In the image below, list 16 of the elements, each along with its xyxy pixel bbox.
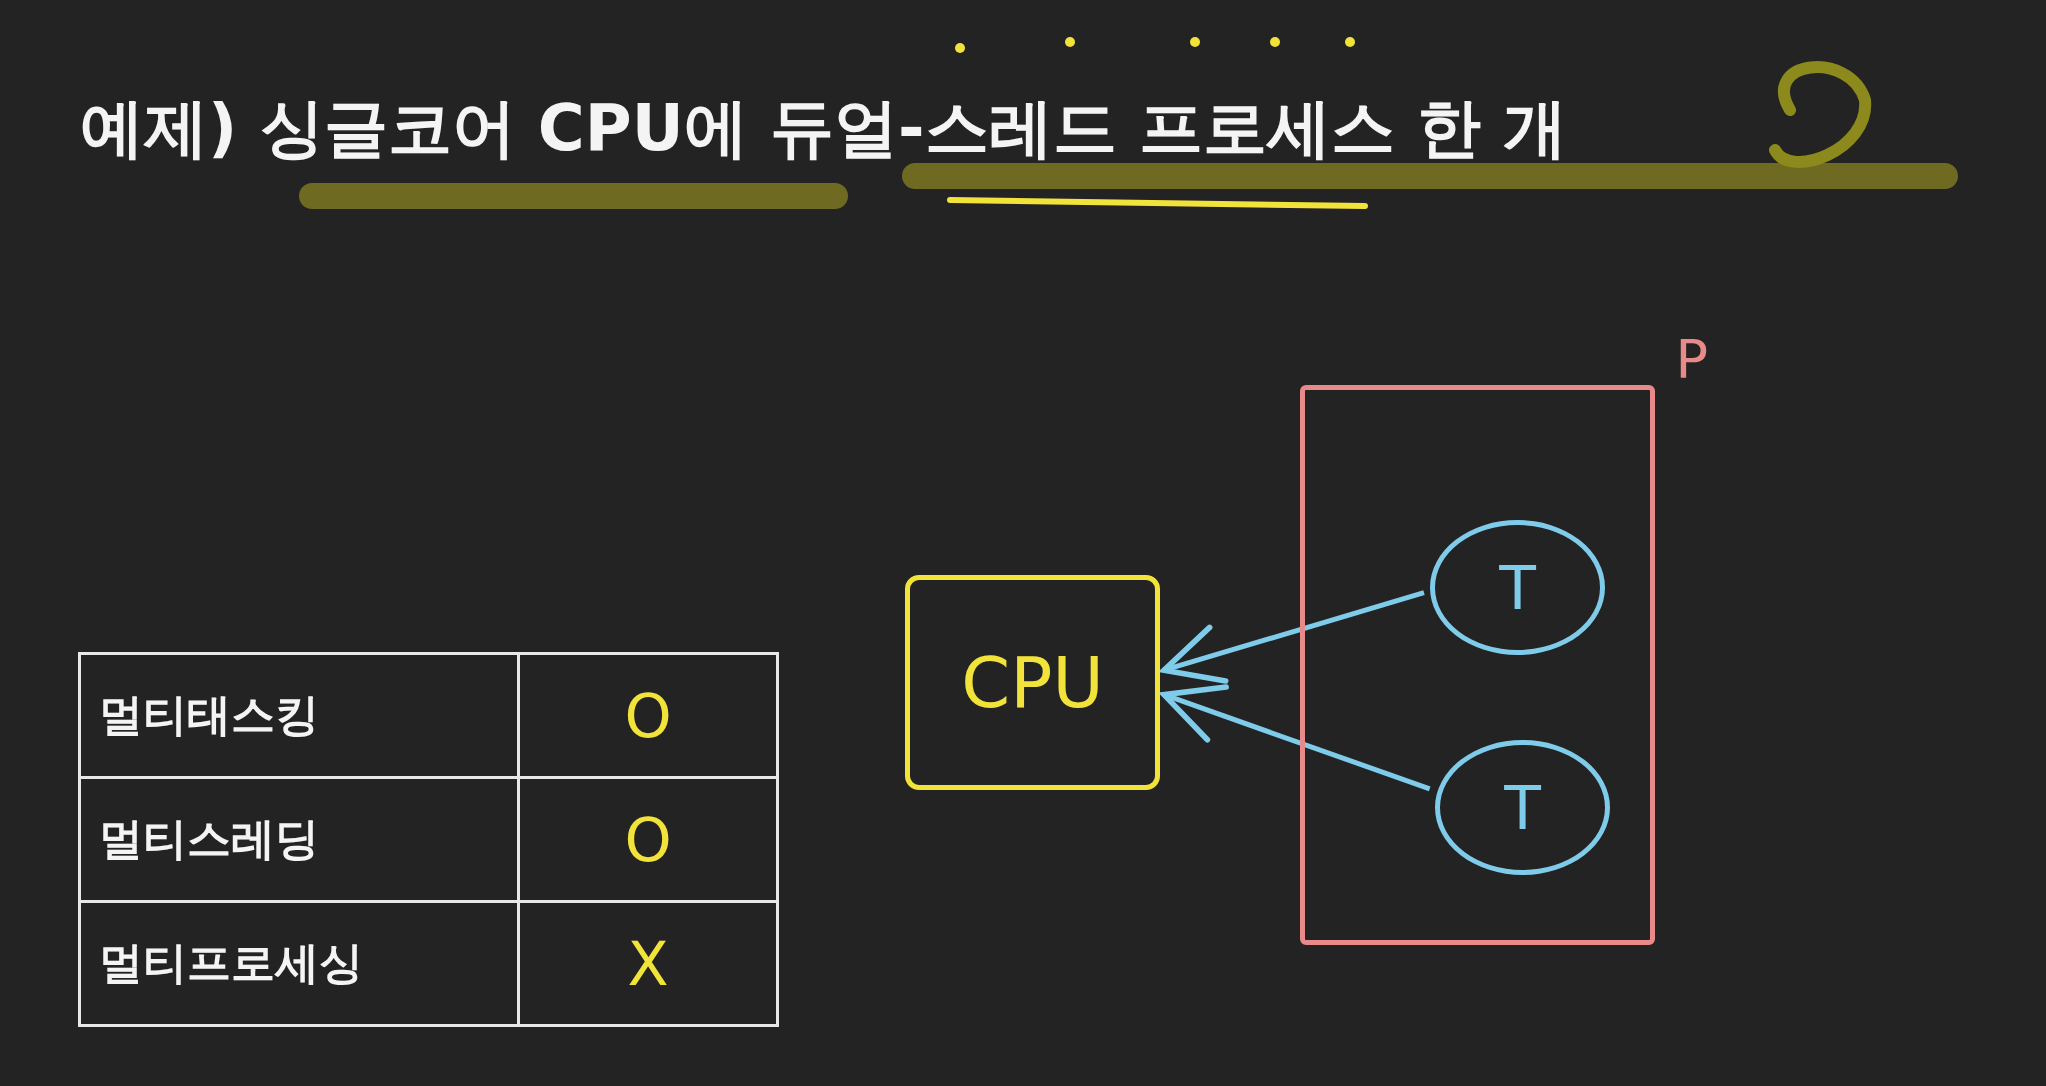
node-label: CPU: [961, 641, 1104, 724]
node-label: T: [1504, 772, 1541, 843]
table-cell: 멀티프로세싱: [79, 901, 519, 1026]
table-cell: O: [518, 653, 778, 778]
arrow: [1161, 684, 1431, 792]
node-label: T: [1499, 552, 1536, 623]
table-cell: O: [518, 777, 778, 902]
title: 예제) 싱글코어 CPU에 듀얼-스레드 프로세스 한 개: [80, 90, 1568, 167]
arrow: [1161, 590, 1425, 684]
table-cell: 멀티태스킹: [79, 653, 519, 778]
process-label: P: [1675, 328, 1708, 391]
thread-circle: [1430, 520, 1605, 655]
thread-circle: [1435, 740, 1610, 875]
table-cell: 멀티스레딩: [79, 777, 519, 902]
cpu-box: [905, 575, 1160, 790]
table-cell: X: [518, 901, 778, 1026]
